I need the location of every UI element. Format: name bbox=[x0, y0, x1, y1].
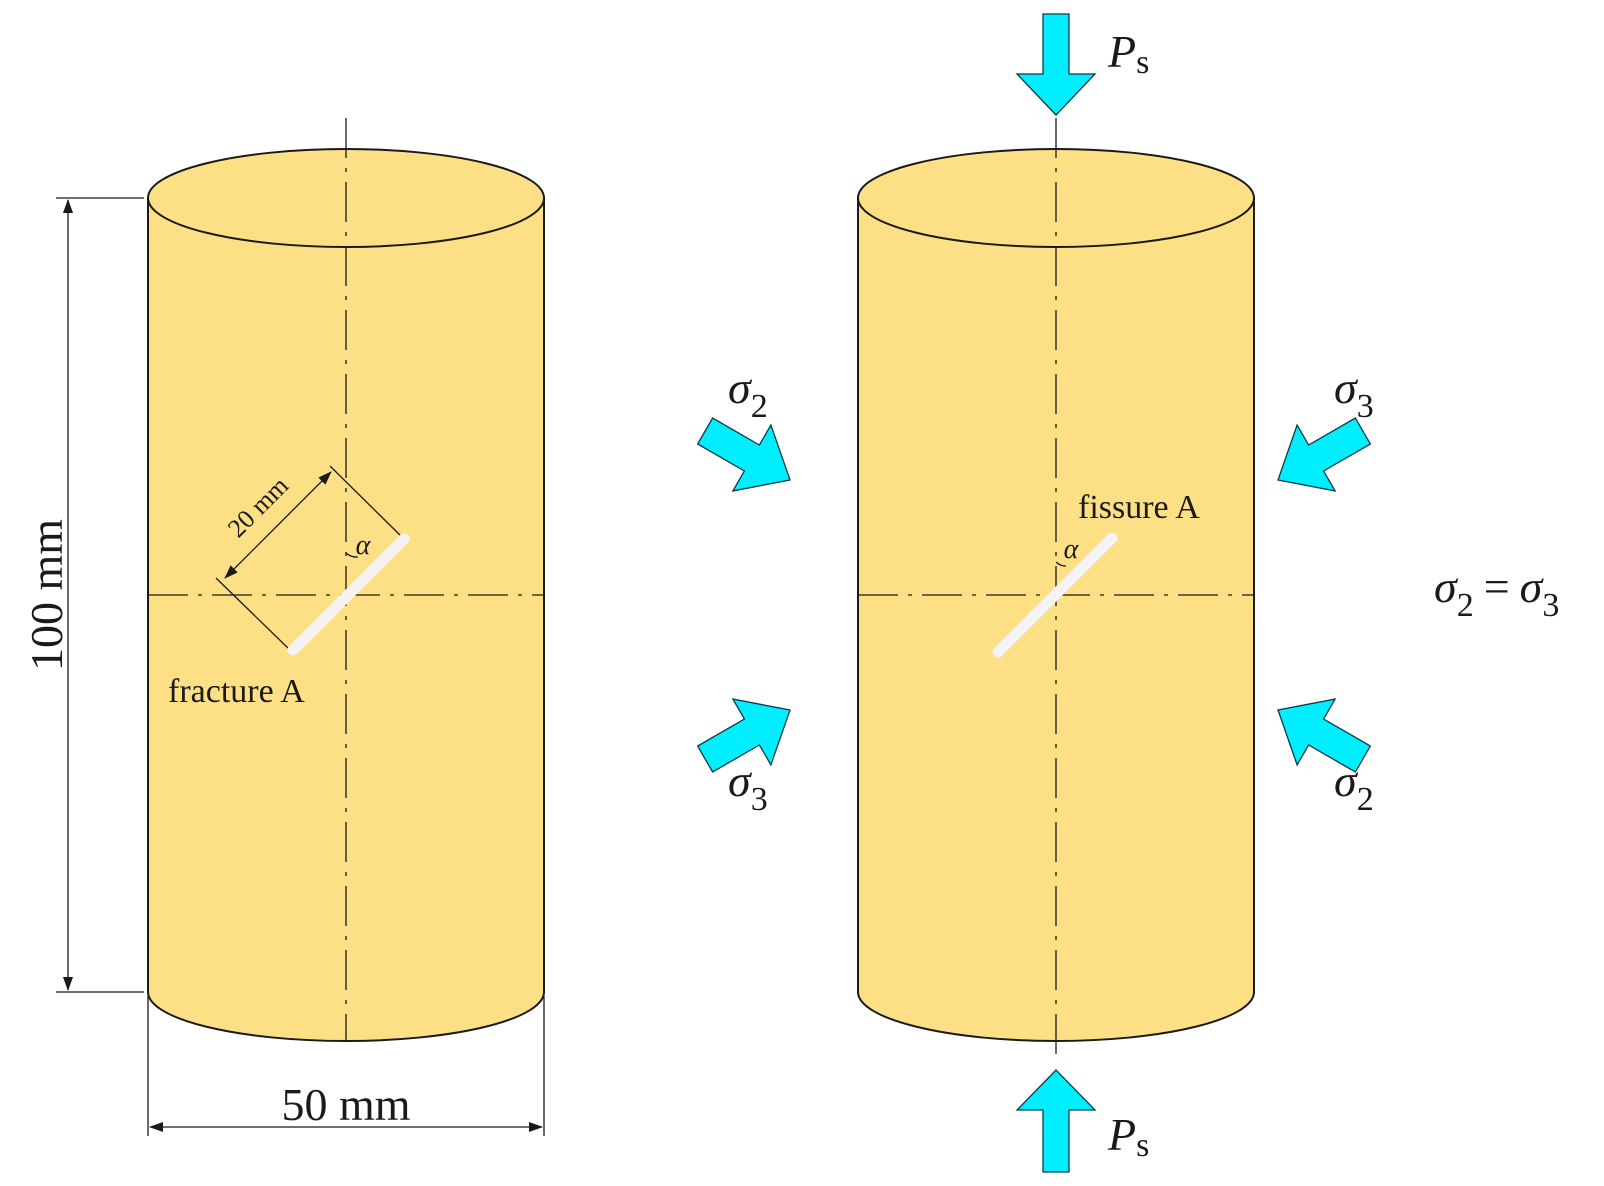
fracture-label: fracture A bbox=[168, 673, 305, 710]
height-dimension-label: 100 mm bbox=[21, 519, 72, 671]
right-angle-arc bbox=[1055, 561, 1067, 567]
upper-right-stress-label: σ3 bbox=[1334, 362, 1374, 425]
lower-right-stress-label: σ2 bbox=[1334, 755, 1374, 818]
right-specimen: α fissure A Ps Ps σ2 σ3 bbox=[696, 13, 1559, 1173]
height-dimension: 100 mm bbox=[21, 197, 144, 993]
right-angle-label: α bbox=[1064, 534, 1080, 565]
lower-left-stress-arrow bbox=[696, 698, 791, 773]
bottom-axial-load-label: Ps bbox=[1107, 1109, 1149, 1164]
left-angle-arc bbox=[345, 552, 359, 558]
stress-equality-equation: σ2=σ3 bbox=[1434, 561, 1559, 624]
lower-left-stress-label: σ3 bbox=[728, 755, 768, 818]
upper-left-stress-label: σ2 bbox=[728, 362, 768, 425]
lower-right-stress-arrow bbox=[1277, 698, 1372, 773]
fissure-a bbox=[992, 532, 1118, 658]
top-axial-load-arrow bbox=[1015, 13, 1097, 116]
diameter-dimension-label: 50 mm bbox=[281, 1079, 410, 1130]
left-angle-label: α bbox=[356, 530, 372, 561]
bottom-axial-load-arrow bbox=[1015, 1069, 1097, 1173]
top-axial-load-label: Ps bbox=[1107, 26, 1149, 81]
fracture-a bbox=[287, 533, 410, 656]
fissure-label: fissure A bbox=[1078, 489, 1200, 526]
diameter-dimension: 50 mm bbox=[147, 996, 545, 1136]
upper-right-stress-arrow bbox=[1277, 417, 1372, 492]
upper-left-stress-arrow bbox=[696, 417, 791, 492]
left-specimen: 100 mm 50 mm 20 mm α fracture A bbox=[21, 118, 545, 1136]
